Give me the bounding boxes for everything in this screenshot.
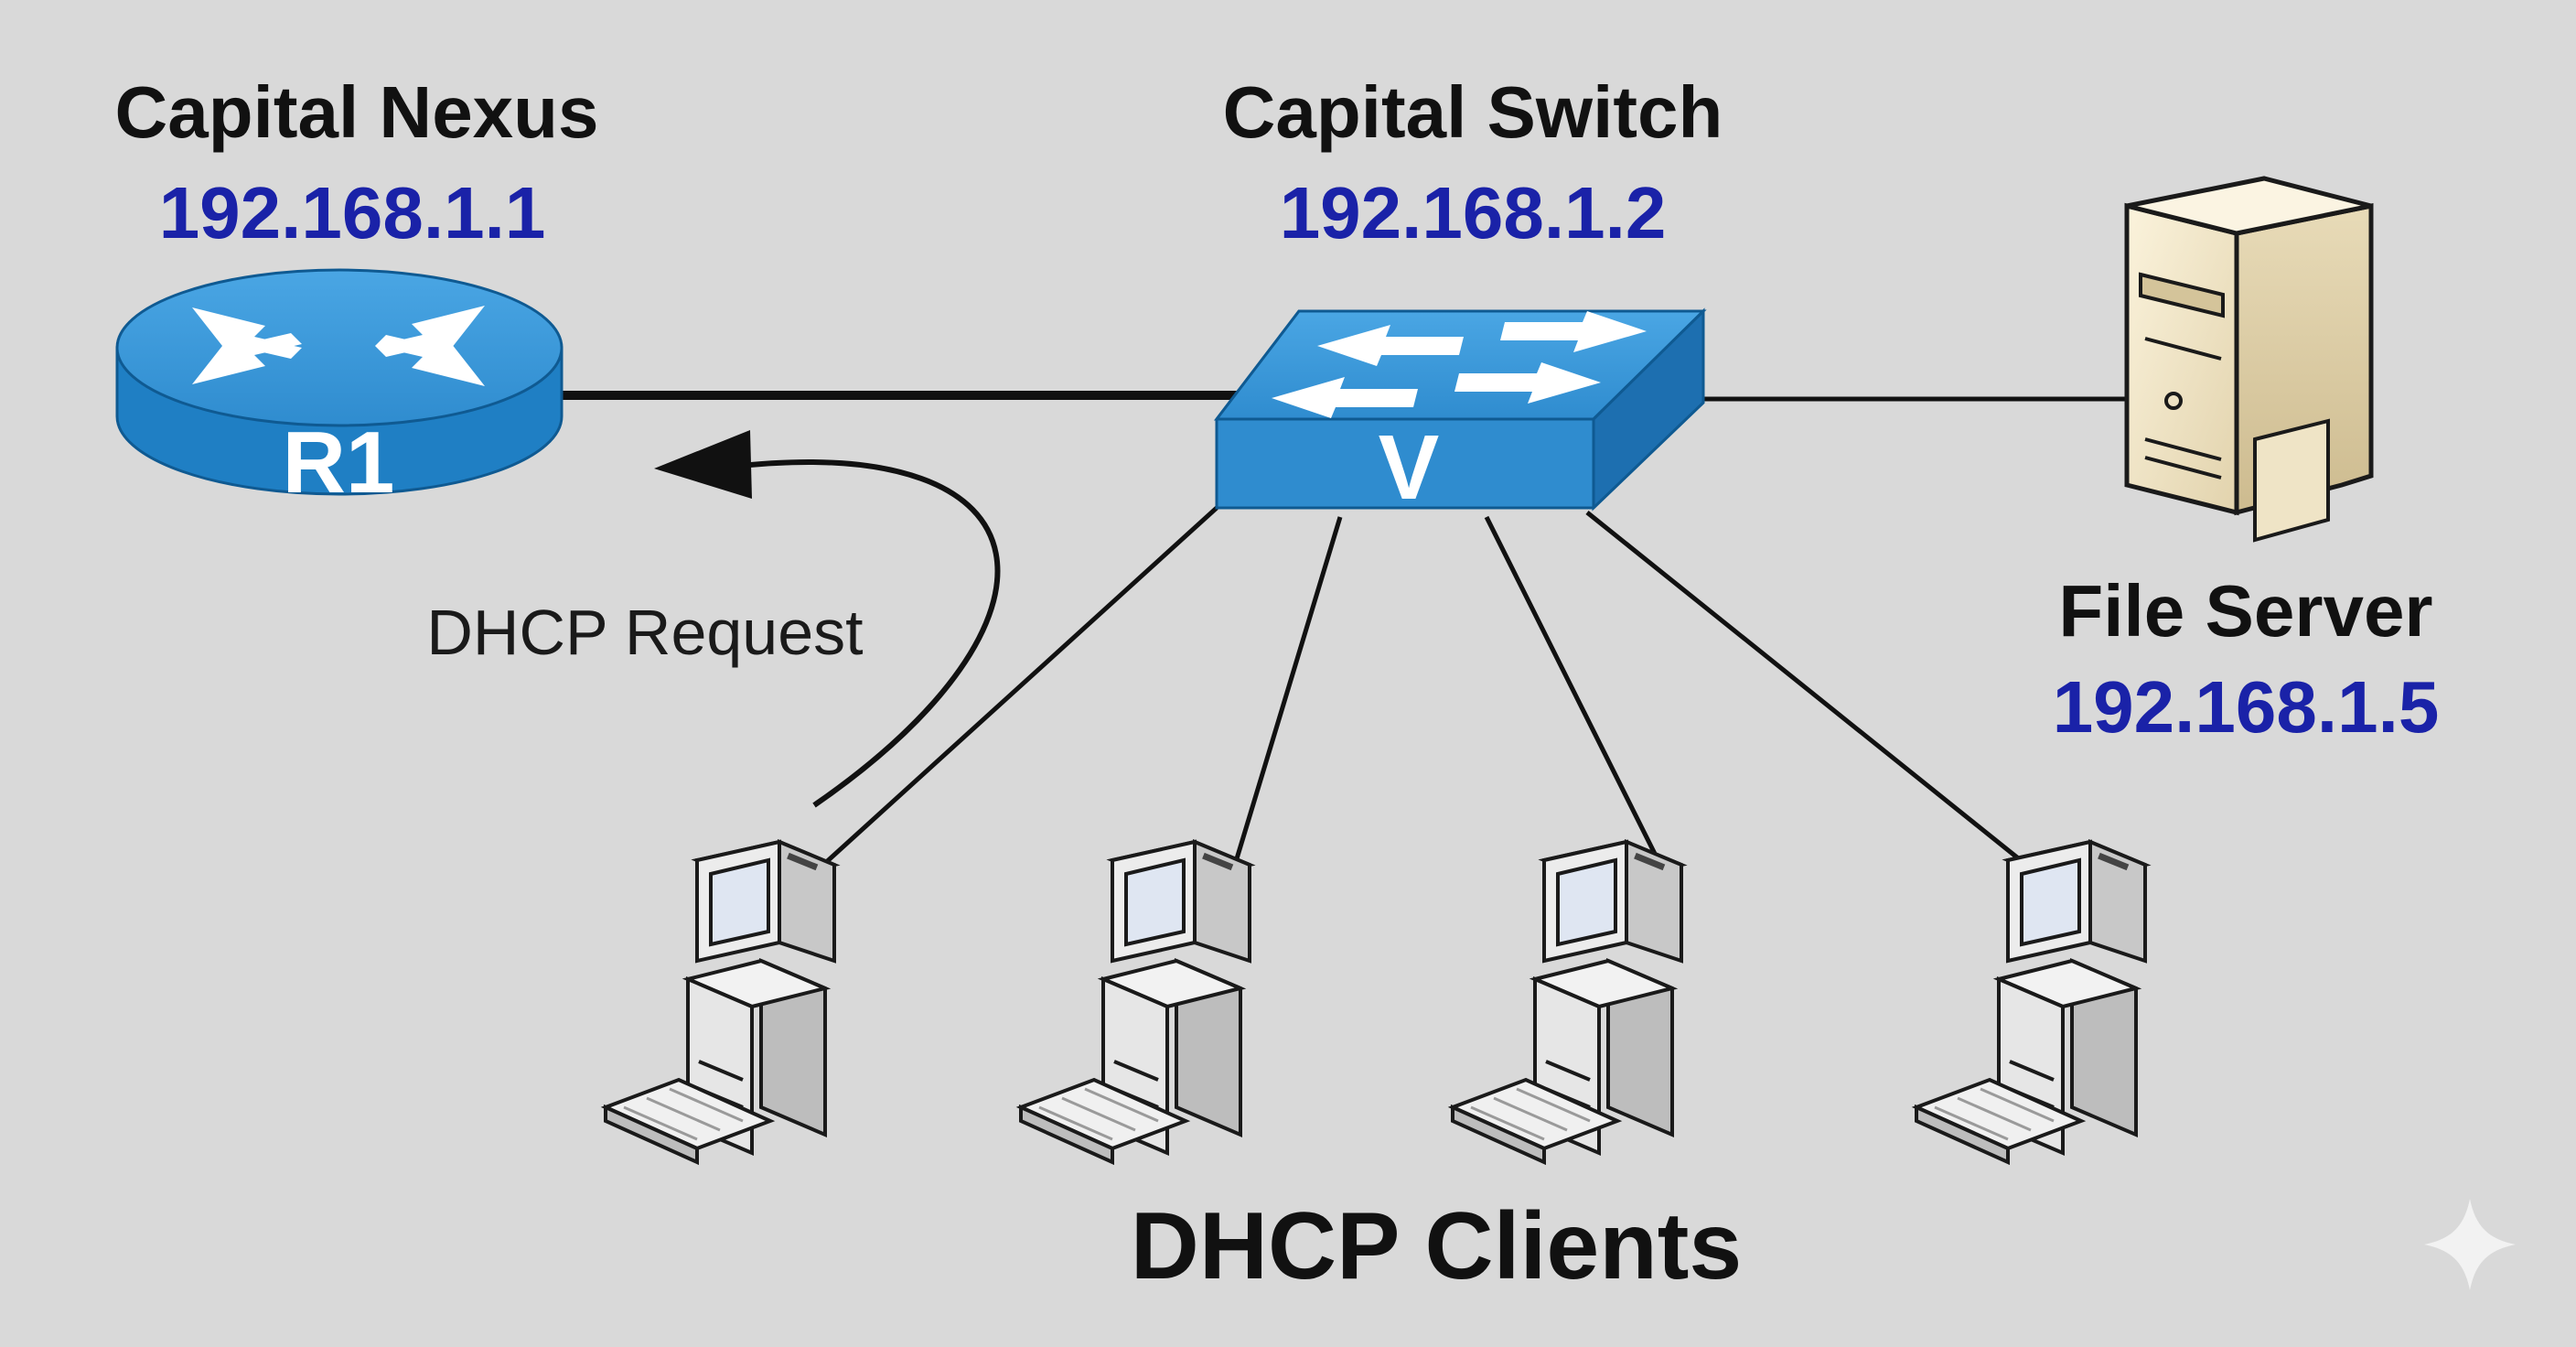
server-name: File Server bbox=[2058, 570, 2432, 652]
link-switch-client-1 bbox=[821, 506, 1218, 867]
sparkle-icon bbox=[2424, 1199, 2516, 1290]
router[interactable]: R1 Capital Nexus 192.168.1.1 bbox=[114, 71, 598, 512]
router-ip: 192.168.1.1 bbox=[159, 172, 546, 253]
router-badge: R1 bbox=[283, 414, 395, 512]
link-switch-client-4 bbox=[1585, 511, 2028, 867]
computer-icon bbox=[1915, 840, 2147, 1164]
switch-badge: V bbox=[1379, 416, 1440, 519]
dhcp-request-arrow bbox=[654, 430, 1001, 808]
links bbox=[558, 391, 2145, 867]
computer-icon bbox=[604, 840, 836, 1164]
switch[interactable]: V Capital Switch 192.168.1.2 bbox=[1213, 71, 1723, 519]
client-computer[interactable] bbox=[604, 840, 836, 1164]
computer-icon bbox=[1019, 840, 1251, 1164]
link-switch-client-3 bbox=[1484, 515, 1663, 867]
dhcp-request-label: DHCP Request bbox=[426, 597, 863, 668]
switch-name: Capital Switch bbox=[1223, 71, 1723, 153]
router-name: Capital Nexus bbox=[114, 71, 598, 153]
computer-icon bbox=[1451, 840, 1683, 1164]
dhcp-clients bbox=[604, 840, 2147, 1164]
server-icon bbox=[2124, 176, 2374, 543]
switch-icon: V bbox=[1213, 307, 1707, 519]
client-computer[interactable] bbox=[1451, 840, 1683, 1164]
client-computer[interactable] bbox=[1915, 840, 2147, 1164]
dhcp-clients-label: DHCP Clients bbox=[1131, 1193, 1742, 1299]
server[interactable]: File Server 192.168.1.5 bbox=[2053, 176, 2440, 748]
router-icon: R1 bbox=[115, 268, 564, 512]
switch-ip: 192.168.1.2 bbox=[1280, 172, 1667, 253]
client-computer[interactable] bbox=[1019, 840, 1251, 1164]
server-ip: 192.168.1.5 bbox=[2053, 666, 2440, 748]
link-switch-client-2 bbox=[1232, 516, 1343, 866]
